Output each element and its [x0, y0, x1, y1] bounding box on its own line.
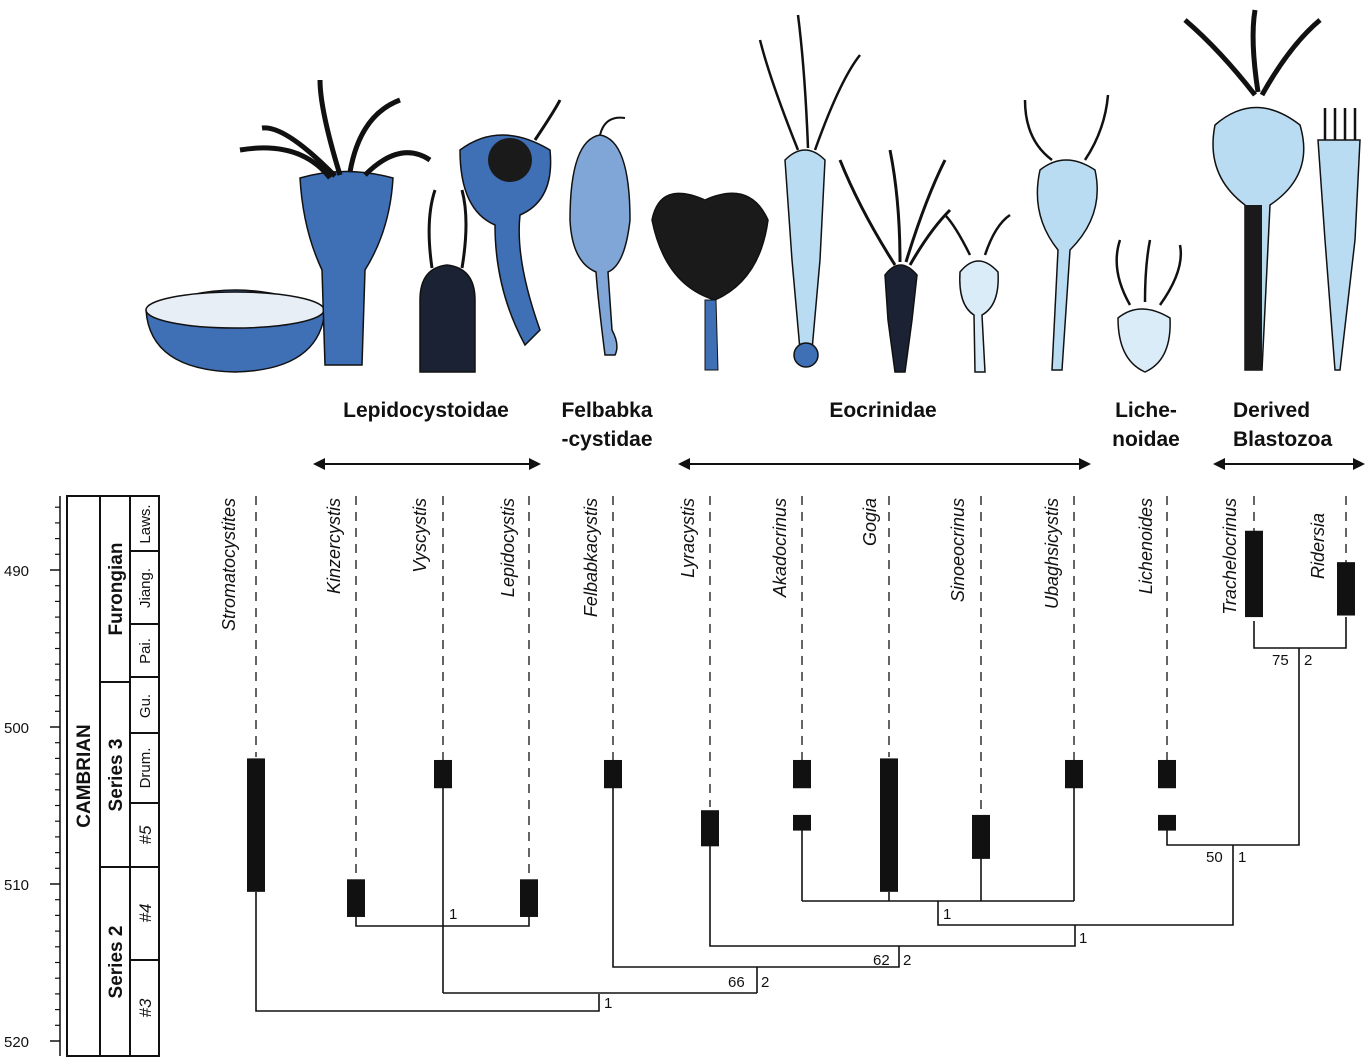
- group-label-felbabkacystidae-line2: -cystidae: [561, 428, 652, 451]
- felbabkacystis-illustration: [570, 118, 630, 355]
- taxon-label-kinzercystis: Kinzercystis: [324, 498, 344, 594]
- series-2: Series 2: [106, 926, 127, 999]
- sinoeocrinus-illustration: [945, 215, 1010, 372]
- range-bar-lepidocystis: [520, 879, 538, 917]
- tick-label-500: 500: [4, 720, 29, 737]
- node-support-lich-der-b: 1: [1238, 849, 1246, 866]
- node-support-root: 1: [604, 995, 612, 1012]
- node-support-lyra-b: 2: [903, 952, 911, 969]
- taxon-label-akadocrinus: Akadocrinus: [770, 498, 790, 598]
- taxon-label-lichenoides: Lichenoides: [1136, 498, 1156, 594]
- stage-4: #4: [136, 904, 155, 923]
- taxon-label-lepidocystis: Lepidocystis: [498, 498, 518, 597]
- taxon-label-gogia: Gogia: [860, 498, 880, 546]
- node-support-felb: 66: [728, 974, 745, 991]
- taxon-label-felbabkacystis: Felbabkacystis: [581, 498, 601, 617]
- stage-drum: Drum.: [137, 748, 154, 789]
- range-bar-ubaghsicystis: [1065, 760, 1083, 788]
- taxon-label-sinoeocrinus: Sinoeocrinus: [948, 498, 968, 602]
- taxon-label-trachelocrinus: Trachelocrinus: [1220, 498, 1240, 615]
- taxon-label-stromatocystites: Stromatocystites: [219, 498, 239, 631]
- group-label-eocrinidae: Eocrinidae: [829, 399, 936, 422]
- stage-gu: Gu.: [137, 694, 154, 718]
- taxon-labels: Stromatocystites Kinzercystis Vyscystis …: [219, 498, 1328, 631]
- tree-branches: [256, 617, 1346, 1011]
- vyscystis-illustration: [420, 190, 475, 372]
- taxon-label-ridersia: Ridersia: [1308, 513, 1328, 579]
- stratigraphic-labels: CAMBRIAN Furongian Series 3 Series 2 Law…: [74, 504, 155, 1017]
- node-support-eoc-core: 1: [943, 906, 951, 923]
- stromatocystites-illustration: [146, 290, 325, 372]
- stage-5: #5: [136, 825, 155, 844]
- node-support-felb-b: 2: [761, 974, 769, 991]
- range-bar-gogia: [880, 758, 898, 891]
- range-bar-ridersia: [1337, 562, 1355, 615]
- lyracystis-illustration: [652, 193, 768, 370]
- system-label: CAMBRIAN: [74, 724, 95, 827]
- node-support-derived: 75: [1272, 652, 1289, 669]
- range-bar-trachelocrinus: [1245, 531, 1263, 617]
- range-bar-lichenoides-1: [1158, 760, 1176, 788]
- tick-label-510: 510: [4, 877, 29, 894]
- illustration-row: [146, 10, 1360, 372]
- range-bar-stromatocystites: [247, 758, 265, 891]
- series-furongian: Furongian: [106, 543, 127, 636]
- range-bar-felbabkacystis: [604, 760, 622, 788]
- group-label-lichenoidae-line1: Liche-: [1115, 399, 1177, 422]
- group-label-derived-line2: Blastozoa: [1233, 428, 1333, 451]
- group-label-felbabkacystidae-line1: Felbabka: [561, 399, 652, 422]
- taxon-label-ubaghsicystis: Ubaghsicystis: [1042, 498, 1062, 609]
- node-support-kinz-lep: 1: [449, 906, 457, 923]
- node-support-lich-der: 50: [1206, 849, 1223, 866]
- range-bars: [247, 531, 1355, 917]
- node-support-lyra: 62: [873, 952, 890, 969]
- range-bar-vyscystis: [434, 760, 452, 788]
- tick-label-490: 490: [4, 563, 29, 580]
- range-bar-sinoeocrinus: [972, 815, 990, 859]
- stage-pai: Pai.: [137, 638, 154, 664]
- group-labels: Lepidocystoidae Felbabka -cystidae Eocri…: [343, 399, 1332, 451]
- range-bar-lyracystis: [701, 810, 719, 846]
- stage-laws: Laws.: [137, 504, 154, 543]
- group-label-lepidocystoidae: Lepidocystoidae: [343, 399, 509, 422]
- series-3: Series 3: [106, 739, 127, 812]
- ridersia-illustration: [1318, 108, 1360, 370]
- trachelocrinus-illustration: [1185, 10, 1320, 370]
- tick-label-520: 520: [4, 1034, 29, 1051]
- range-bar-akadocrinus-2: [793, 815, 811, 831]
- akadocrinus-illustration: [760, 15, 860, 367]
- taxon-label-lyracystis: Lyracystis: [678, 498, 698, 578]
- lichenoides-illustration: [1117, 240, 1181, 372]
- range-bar-kinzercystis: [347, 879, 365, 917]
- node-support-eoc-lich: 1: [1079, 930, 1087, 947]
- range-bar-akadocrinus-1: [793, 760, 811, 788]
- time-axis: 490 500 510 520: [4, 496, 60, 1056]
- stage-3: #3: [136, 998, 155, 1017]
- taxon-label-vyscystis: Vyscystis: [410, 498, 430, 573]
- group-label-lichenoidae-line2: noidae: [1112, 428, 1180, 451]
- ubaghsicystis-illustration: [1025, 95, 1108, 370]
- gogia-illustration: [840, 150, 950, 372]
- range-bar-lichenoides-2: [1158, 815, 1176, 831]
- node-support-derived-b: 2: [1304, 652, 1312, 669]
- stage-jiang: Jiang.: [137, 568, 154, 608]
- group-label-derived-line1: Derived: [1233, 399, 1310, 422]
